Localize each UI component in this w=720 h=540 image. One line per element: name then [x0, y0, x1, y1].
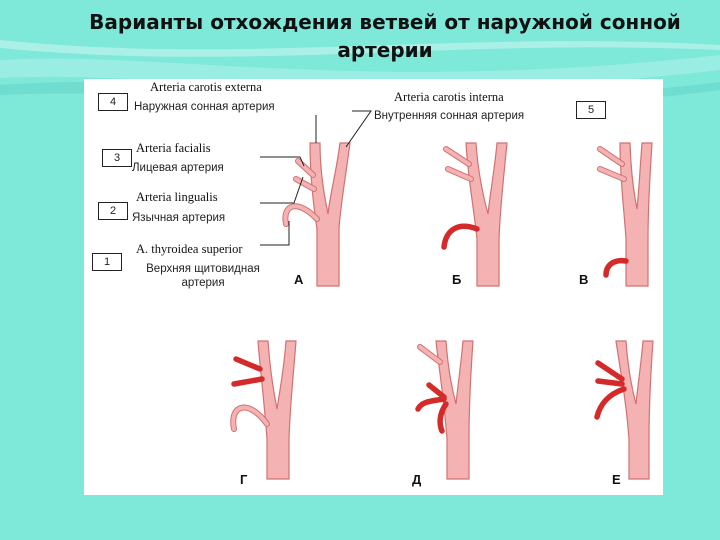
label-rus-carotis-interna: Внутренняя сонная артерия [374, 110, 525, 122]
label-rus-lingualis: Язычная артерия [132, 212, 226, 224]
variant-b-artery [441, 142, 508, 287]
label-rus-thyroidea-line1: Верхняя щитовидная [146, 263, 260, 275]
variant-g-artery [230, 340, 297, 480]
diagram-panel: .art { fill: #f4b2b2; stroke: #d07272; s… [84, 79, 663, 495]
variant-label-v: В [579, 272, 589, 287]
label-number-3: 3 [102, 149, 132, 167]
variant-label-g: Г [240, 472, 248, 487]
label-number-5: 5 [576, 101, 606, 119]
label-latin-carotis-interna: Arteria carotis interna [394, 90, 504, 104]
label-number-4: 4 [98, 93, 128, 111]
label-latin-carotis-externa: Arteria carotis externa [150, 80, 262, 94]
label-number-2: 2 [98, 202, 128, 220]
variant-label-a: А [294, 272, 304, 287]
artery-diagram: .art { fill: #f4b2b2; stroke: #d07272; s… [230, 110, 654, 480]
variant-e-artery [594, 340, 654, 480]
label-number-1: 1 [92, 253, 122, 271]
variant-d-artery [415, 340, 474, 480]
label-latin-thyroidea: A. thyroidea superior [136, 242, 243, 256]
variant-v-artery [597, 142, 653, 287]
variant-label-b: Б [452, 272, 462, 287]
label-rus-carotis-externa: Наружная сонная артерия [134, 101, 275, 113]
label-latin-lingualis: Arteria lingualis [136, 190, 218, 204]
variant-a-artery [260, 110, 372, 287]
variant-label-e: Е [612, 472, 621, 487]
label-rus-thyroidea-line2: артерия [181, 277, 225, 289]
variant-label-d: Д [412, 472, 422, 487]
slide-title: Варианты отхождения ветвей от наружной с… [89, 10, 681, 62]
label-latin-facialis: Arteria facialis [136, 141, 211, 155]
label-rus-facialis: Лицевая артерия [132, 162, 224, 174]
